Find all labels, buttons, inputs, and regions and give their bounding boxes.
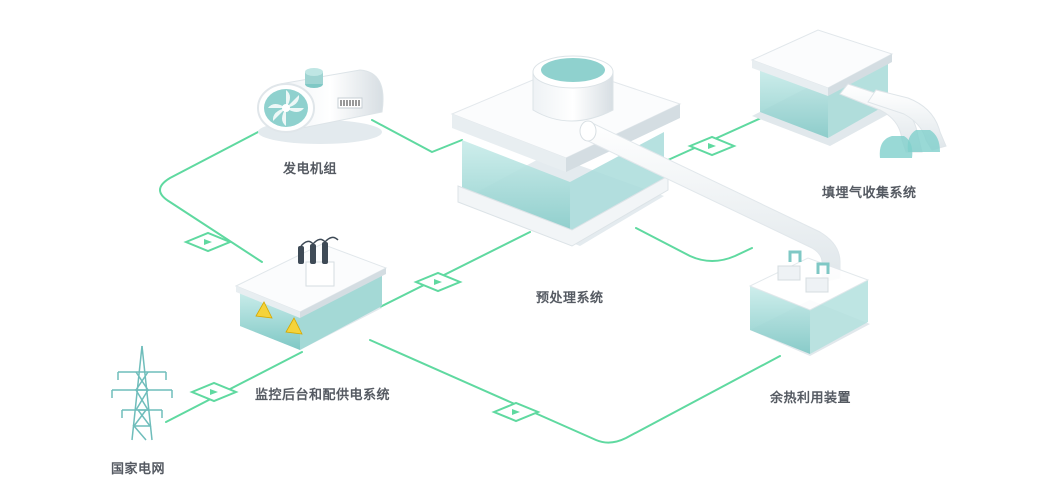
pretreatment-icon [450, 55, 682, 247]
pretreatment-label: 预处理系统 [536, 291, 604, 306]
flow-line-monitoring-to-pretreatment [377, 231, 531, 309]
flow-marker [413, 271, 463, 293]
flow-marker [491, 401, 541, 423]
power-tower-icon [111, 345, 173, 441]
flow-line-generator-to-monitoring [159, 129, 263, 263]
generator-label: 发电机组 [283, 162, 338, 177]
grid-label: 国家电网 [111, 462, 166, 477]
gas-collection-label: 填埋气收集系统 [822, 186, 917, 201]
flow-line-grid-to-monitoring [165, 351, 303, 423]
flow-marker [183, 231, 233, 253]
waste-heat-label: 余热利用装置 [770, 391, 852, 406]
waste-heat-unit-icon [748, 250, 870, 356]
flow-line-pretreatment-to-gas [667, 113, 771, 161]
flow-line-pretreatment-to-heat [635, 227, 753, 262]
flow-markers [183, 135, 737, 423]
flow-lines [159, 113, 781, 444]
flow-line-monitoring-to-heat [369, 339, 781, 444]
gas-collection-icon [750, 29, 947, 158]
monitoring-substation-icon [234, 236, 388, 350]
generator-icon [257, 68, 384, 144]
flow-marker [687, 135, 737, 157]
flow-marker [189, 381, 239, 403]
flow-line-generator-to-pretreatment [371, 119, 463, 153]
monitoring-label: 监控后台和配供电系统 [255, 388, 391, 403]
